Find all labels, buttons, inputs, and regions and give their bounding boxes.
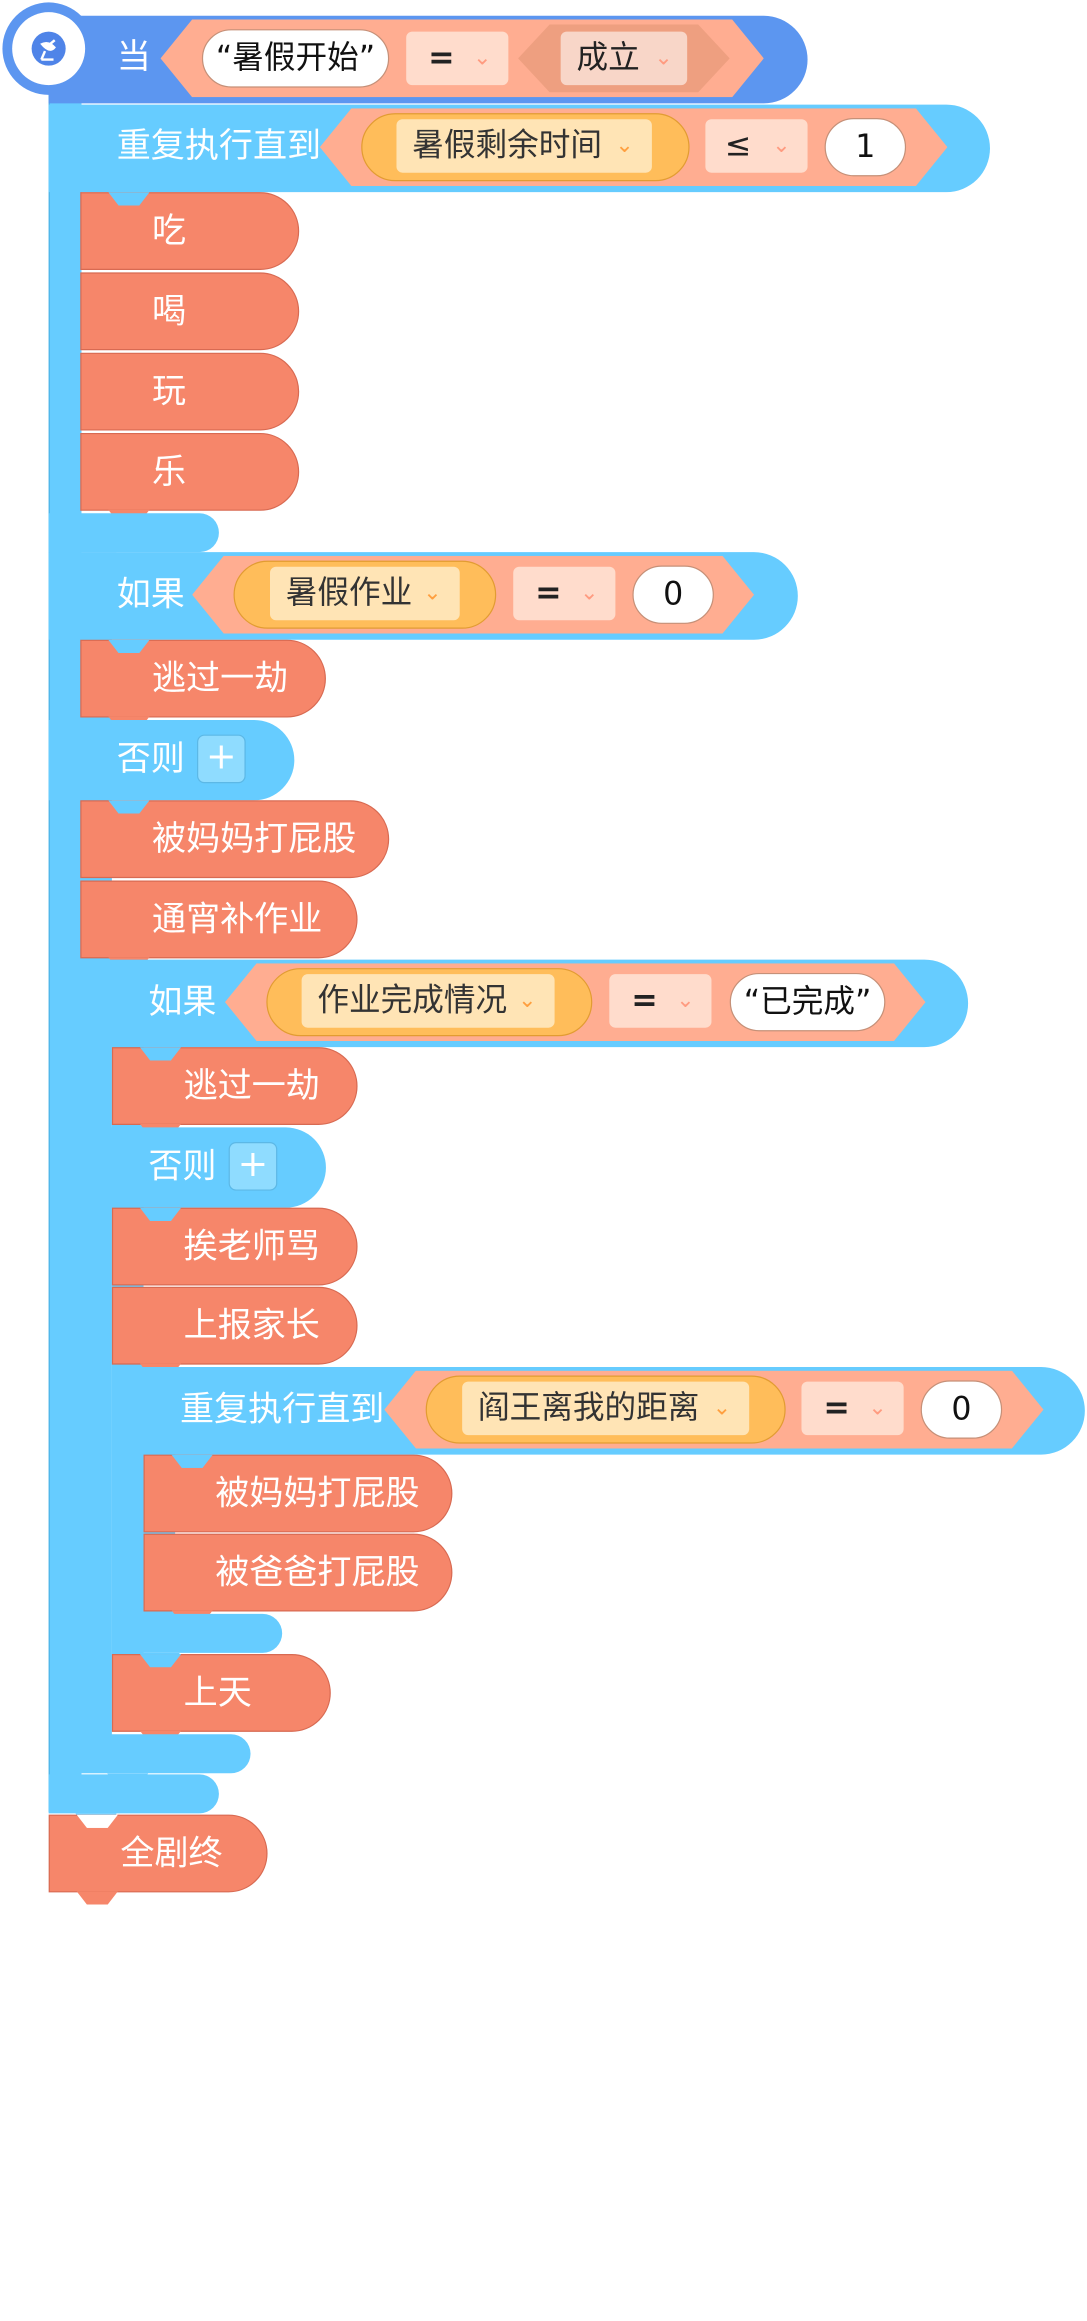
if2-then-cmd[interactable]: 逃过一劫 — [111, 1047, 358, 1138]
hat-operator[interactable]: =⌄ — [406, 31, 509, 86]
else1-cmd-1[interactable]: 被妈妈打屁股 — [80, 800, 390, 879]
chevron-down-icon: ⌄ — [654, 44, 673, 71]
if1-operator[interactable]: =⌄ — [513, 566, 616, 621]
if1-then-cmd[interactable]: 逃过一劫 — [80, 639, 326, 730]
broadcast-dish-icon — [31, 31, 66, 66]
else2-add-button[interactable]: + — [228, 1142, 278, 1191]
close-quote: ” — [358, 40, 376, 77]
if1-variable-dropdown[interactable]: 暑假作业⌄ — [269, 566, 460, 621]
if2-variable-dropdown[interactable]: 作业完成情况⌄ — [301, 974, 555, 1028]
loop2-label: 重复执行直到 — [179, 1388, 385, 1430]
final-cmd[interactable]: 全剧终 — [48, 1814, 268, 1905]
loop2-cmd-2[interactable]: 被爸爸打屁股 — [143, 1533, 453, 1624]
chevron-down-icon: ⌄ — [868, 1394, 887, 1421]
chevron-down-icon: ⌄ — [580, 580, 599, 606]
if2-string-value[interactable]: “已完成” — [729, 972, 886, 1032]
loop1-variable-dropdown[interactable]: 暑假剩余时间⌄ — [396, 119, 652, 173]
loop1-value[interactable]: 1 — [824, 117, 907, 177]
hat-bool-dropdown[interactable]: 成立⌄ — [560, 31, 688, 86]
loop2-footer — [111, 1613, 283, 1653]
loop1-cmd-1[interactable]: 吃 — [80, 192, 300, 270]
outer-spine — [48, 85, 82, 1813]
if1-label: 如果 — [116, 574, 185, 615]
loop2-value[interactable]: 0 — [920, 1380, 1003, 1439]
else1-header — [48, 719, 295, 801]
else2-cmd-1[interactable]: 挨老师骂 — [111, 1207, 358, 1286]
chevron-down-icon: ⌄ — [423, 580, 442, 606]
loop2-cmd-1[interactable]: 被妈妈打屁股 — [143, 1454, 453, 1533]
loop2-variable-dropdown[interactable]: 阎王离我的距离⌄ — [462, 1381, 750, 1436]
close-quote: ” — [854, 983, 872, 1021]
chevron-down-icon: ⌄ — [473, 44, 492, 71]
else1-cmd-2[interactable]: 通宵补作业 — [80, 880, 358, 971]
loop1-label: 重复执行直到 — [116, 125, 322, 166]
after-loop2-cmd[interactable]: 上天 — [111, 1654, 331, 1745]
if2-operator[interactable]: =⌄ — [609, 974, 712, 1028]
else1-add-button[interactable]: + — [197, 734, 246, 784]
open-quote: “ — [743, 983, 761, 1021]
hat-label: 当 — [116, 36, 151, 77]
loop1-cmd-2[interactable]: 喝 — [80, 272, 300, 351]
loop2-operator[interactable]: =⌄ — [801, 1381, 904, 1436]
if1-value[interactable]: 0 — [632, 565, 714, 624]
chevron-down-icon: ⌄ — [772, 132, 791, 159]
chevron-down-icon: ⌄ — [615, 132, 634, 159]
if2-label: 如果 — [148, 981, 217, 1022]
if1-footer — [48, 1774, 219, 1814]
else2-header — [80, 1127, 326, 1208]
chevron-down-icon: ⌄ — [712, 1394, 732, 1421]
else2-label: 否则 — [148, 1145, 217, 1186]
hat-string-value[interactable]: “暑假开始” — [201, 29, 390, 88]
chevron-down-icon: ⌄ — [518, 987, 537, 1014]
else1-label: 否则 — [116, 738, 185, 779]
chevron-down-icon: ⌄ — [676, 987, 695, 1014]
open-quote: “ — [215, 40, 233, 77]
if2-footer — [80, 1734, 251, 1774]
loop1-cmd-3[interactable]: 玩 — [80, 352, 300, 431]
loop1-operator[interactable]: ≤⌄ — [705, 119, 808, 173]
loop1-cmd-4[interactable]: 乐 — [80, 432, 300, 523]
loop1-footer — [48, 513, 219, 553]
else2-cmd-2[interactable]: 上报家长 — [111, 1286, 358, 1377]
